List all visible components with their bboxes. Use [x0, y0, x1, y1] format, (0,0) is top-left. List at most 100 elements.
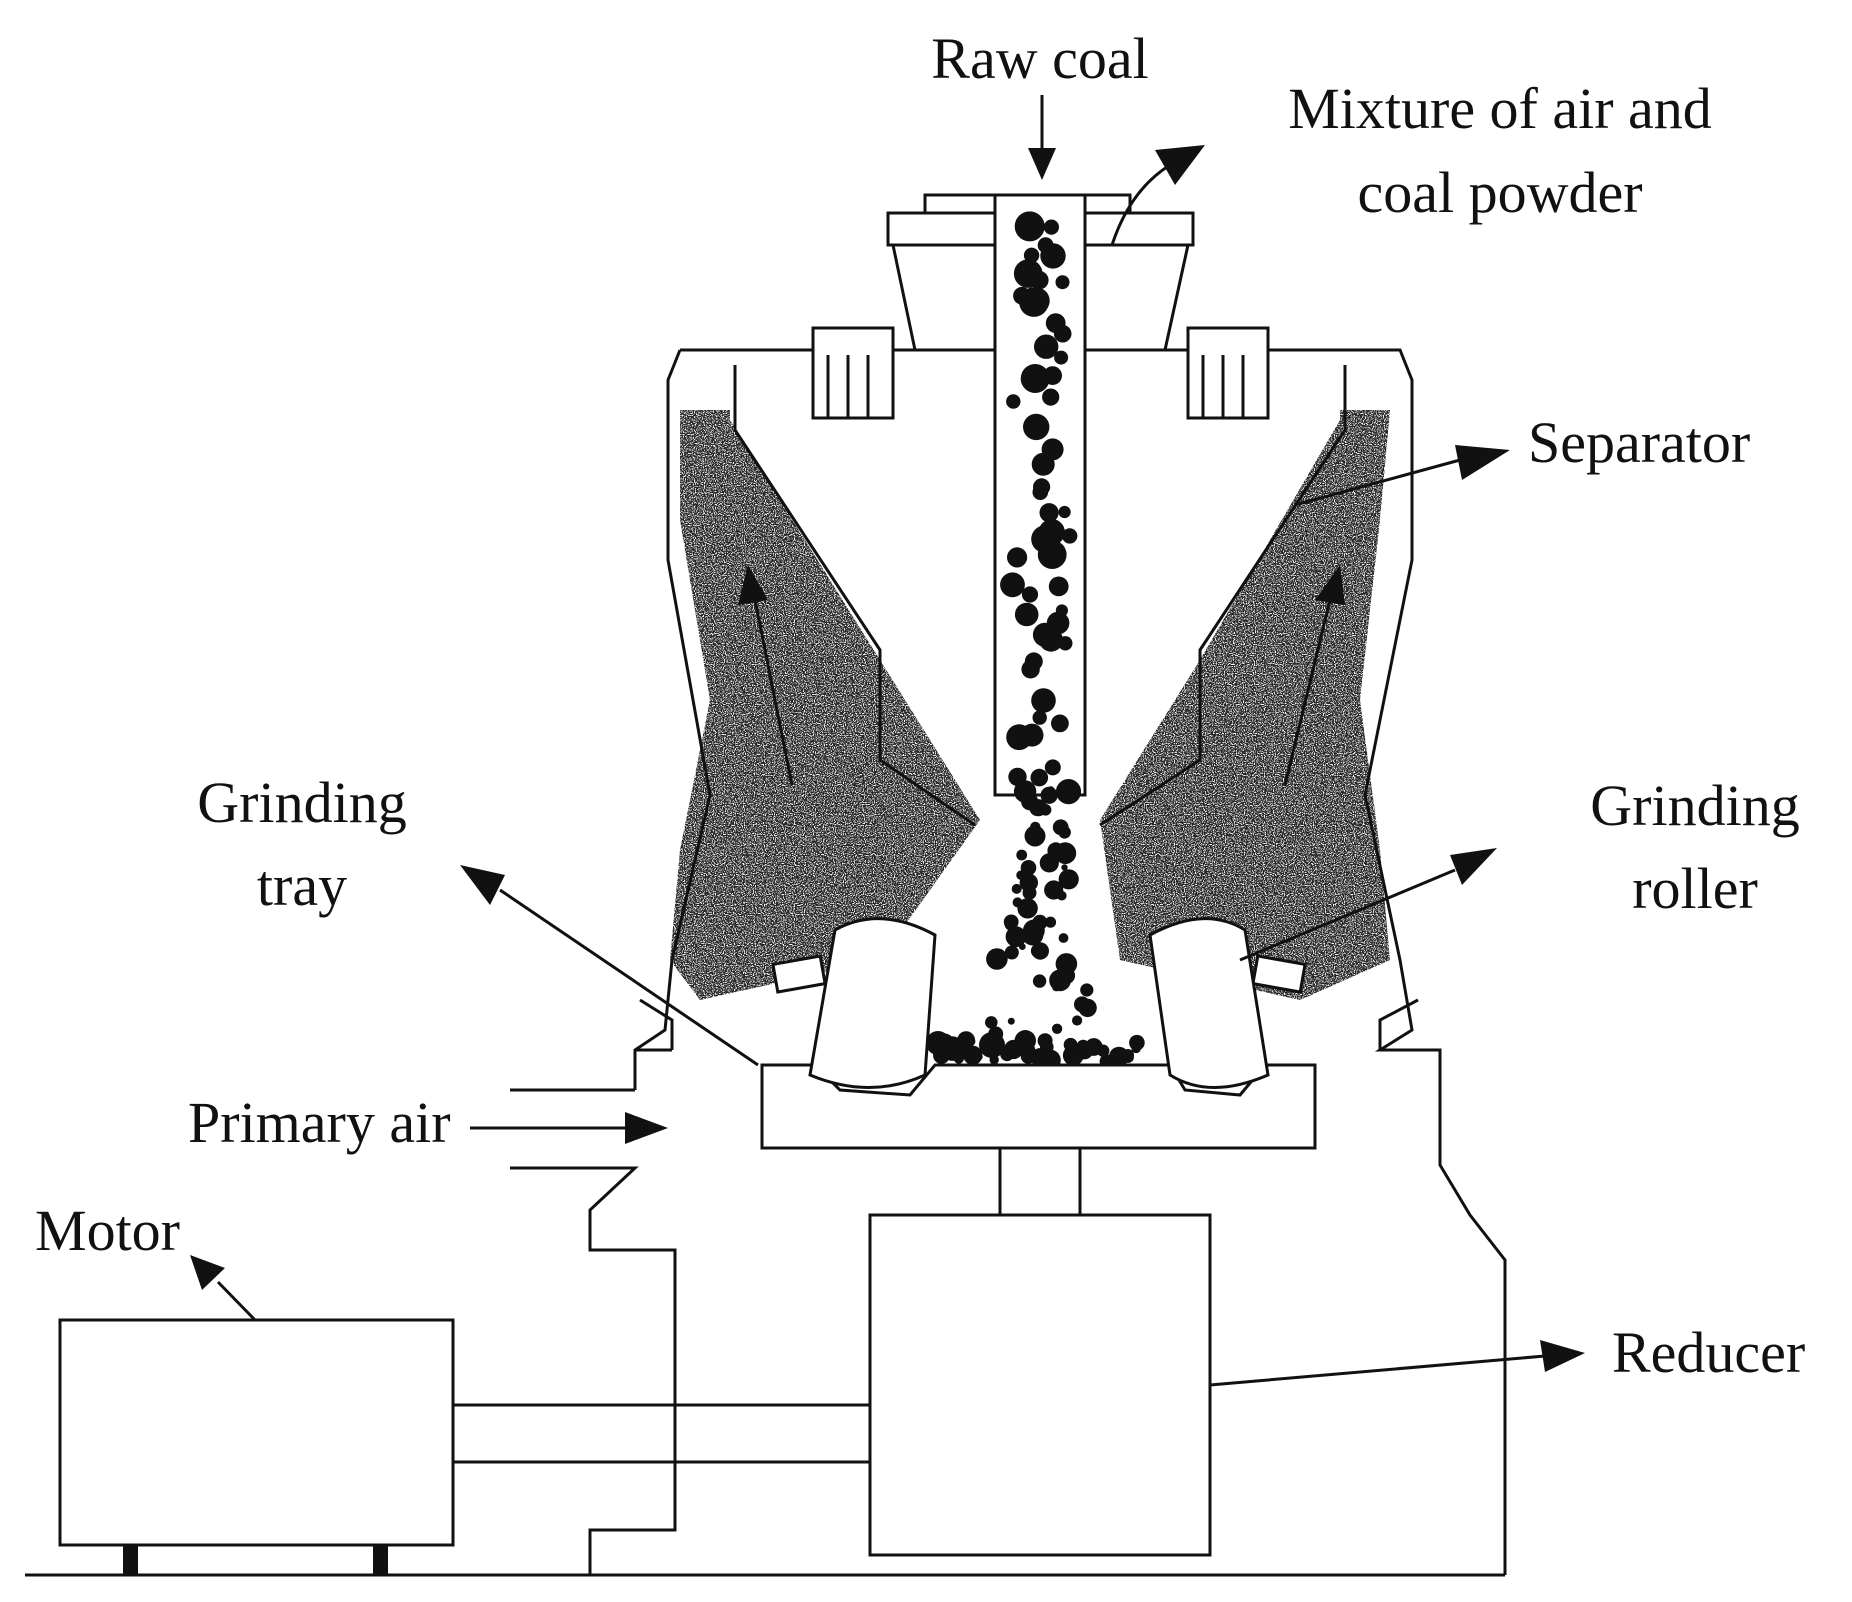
coal-particle [1037, 540, 1067, 569]
coal-particle [1046, 786, 1055, 795]
coal-particle [1022, 885, 1037, 900]
coal-particle [1051, 714, 1069, 733]
coal-particle [1019, 287, 1049, 317]
coal-particle [1013, 259, 1043, 288]
coal-particle [986, 948, 1008, 970]
label-raw-coal: Raw coal [931, 26, 1148, 91]
coal-particle [1043, 219, 1059, 235]
coal-particle [1055, 604, 1068, 617]
coal-particle [1032, 710, 1047, 725]
coal-particle [1057, 890, 1067, 901]
coal-particle [1058, 933, 1069, 943]
speckle-right [1100, 410, 1390, 1000]
coal-particle [1018, 943, 1026, 950]
separator-cone [733, 365, 1347, 827]
coal-particle [1055, 779, 1082, 805]
coal-particle [1007, 547, 1028, 568]
coal-particle [1021, 923, 1044, 946]
coal-particle [1016, 849, 1028, 861]
coal-particle [1131, 1043, 1141, 1054]
coal-particle [1044, 759, 1061, 776]
coal-particle [1039, 853, 1059, 873]
coal-particle [1122, 1049, 1134, 1061]
coal-particle [976, 1053, 983, 1061]
labels: Raw coal Mixture of air and coal powder … [35, 26, 1805, 1385]
coal-particle [979, 1032, 1005, 1058]
coal-particle [1044, 916, 1057, 928]
coal-particle [1058, 967, 1076, 984]
coal-particle [1055, 275, 1070, 290]
coal-particle [926, 1031, 950, 1055]
coal-particle [1041, 438, 1064, 461]
coal-particle [1058, 826, 1071, 839]
coal-particle [1053, 324, 1072, 343]
coal-particle [1042, 388, 1060, 406]
coal-particle [1004, 945, 1019, 960]
label-grinding-tray-line1: Grinding [197, 770, 406, 835]
coal-particle [1021, 586, 1039, 603]
speckle-left [670, 410, 980, 1000]
label-grinding-tray-line2: tray [257, 853, 347, 918]
coal-particle [1024, 652, 1043, 671]
arrows [190, 95, 1585, 1387]
coal-particle [1020, 364, 1050, 393]
coal-particle [1000, 572, 1025, 598]
coal-particle [1031, 942, 1050, 960]
label-mixture-line1: Mixture of air and [1288, 76, 1712, 141]
coal-particle [1030, 768, 1049, 787]
grinding-tray [760, 1063, 1317, 1215]
coal-particle [1039, 503, 1059, 523]
coal-particle [1034, 334, 1059, 359]
coal-particle [935, 1056, 944, 1064]
label-separator: Separator [1528, 410, 1750, 475]
coal-particle [1062, 528, 1078, 544]
coal-particle [1060, 876, 1072, 888]
label-motor: Motor [35, 1198, 180, 1263]
coal-particle [1062, 1045, 1084, 1066]
top-block-right [1186, 326, 1270, 420]
coal-particle [1014, 602, 1039, 627]
coal-particle [1084, 1038, 1103, 1056]
coal-particle [1030, 1048, 1050, 1068]
label-grinding-roller-line1: Grinding [1590, 773, 1799, 838]
coal-particle [1032, 622, 1058, 647]
grinding-roller-right [1148, 917, 1307, 1089]
top-block-left [811, 326, 895, 420]
coal-particle [1020, 1048, 1036, 1064]
coal-particle [1011, 883, 1022, 894]
label-primary-air: Primary air [188, 1090, 451, 1155]
coal-particle [1007, 1017, 1015, 1025]
coal-particle [946, 1048, 957, 1059]
coal-particle [1032, 484, 1049, 501]
coal-particle [1003, 914, 1019, 930]
reducer-box [868, 1213, 1212, 1557]
coal-particle [1029, 800, 1045, 816]
coal-particle [1058, 636, 1073, 651]
coal-particle [1048, 576, 1069, 597]
coal-particle [1051, 1023, 1063, 1034]
label-grinding-roller-line2: roller [1632, 856, 1758, 921]
coal-particle [1005, 926, 1027, 948]
coal-particle [1023, 247, 1040, 263]
label-mixture-line2: coal powder [1357, 160, 1642, 225]
coal-particle [1020, 860, 1037, 876]
coal-particle [1072, 1015, 1083, 1026]
coal-particle [1024, 825, 1046, 847]
coal-particle [1031, 688, 1056, 713]
coal-particle [1058, 505, 1071, 519]
coal-particle [1006, 394, 1021, 409]
coal-particle [1080, 983, 1094, 997]
coal-particle [1032, 974, 1047, 988]
coal-particle [985, 1016, 998, 1029]
motor-box [58, 1318, 455, 1575]
coal-particles [926, 211, 1145, 1071]
coal-particle [1006, 724, 1032, 751]
coal-particle [1012, 897, 1023, 908]
coal-particle [1037, 237, 1054, 254]
coal-particle [1022, 413, 1050, 441]
coal-particle [1054, 350, 1069, 365]
coal-particle [1014, 211, 1045, 242]
coal-particle [1061, 864, 1068, 871]
drive-shaft [453, 1403, 870, 1464]
